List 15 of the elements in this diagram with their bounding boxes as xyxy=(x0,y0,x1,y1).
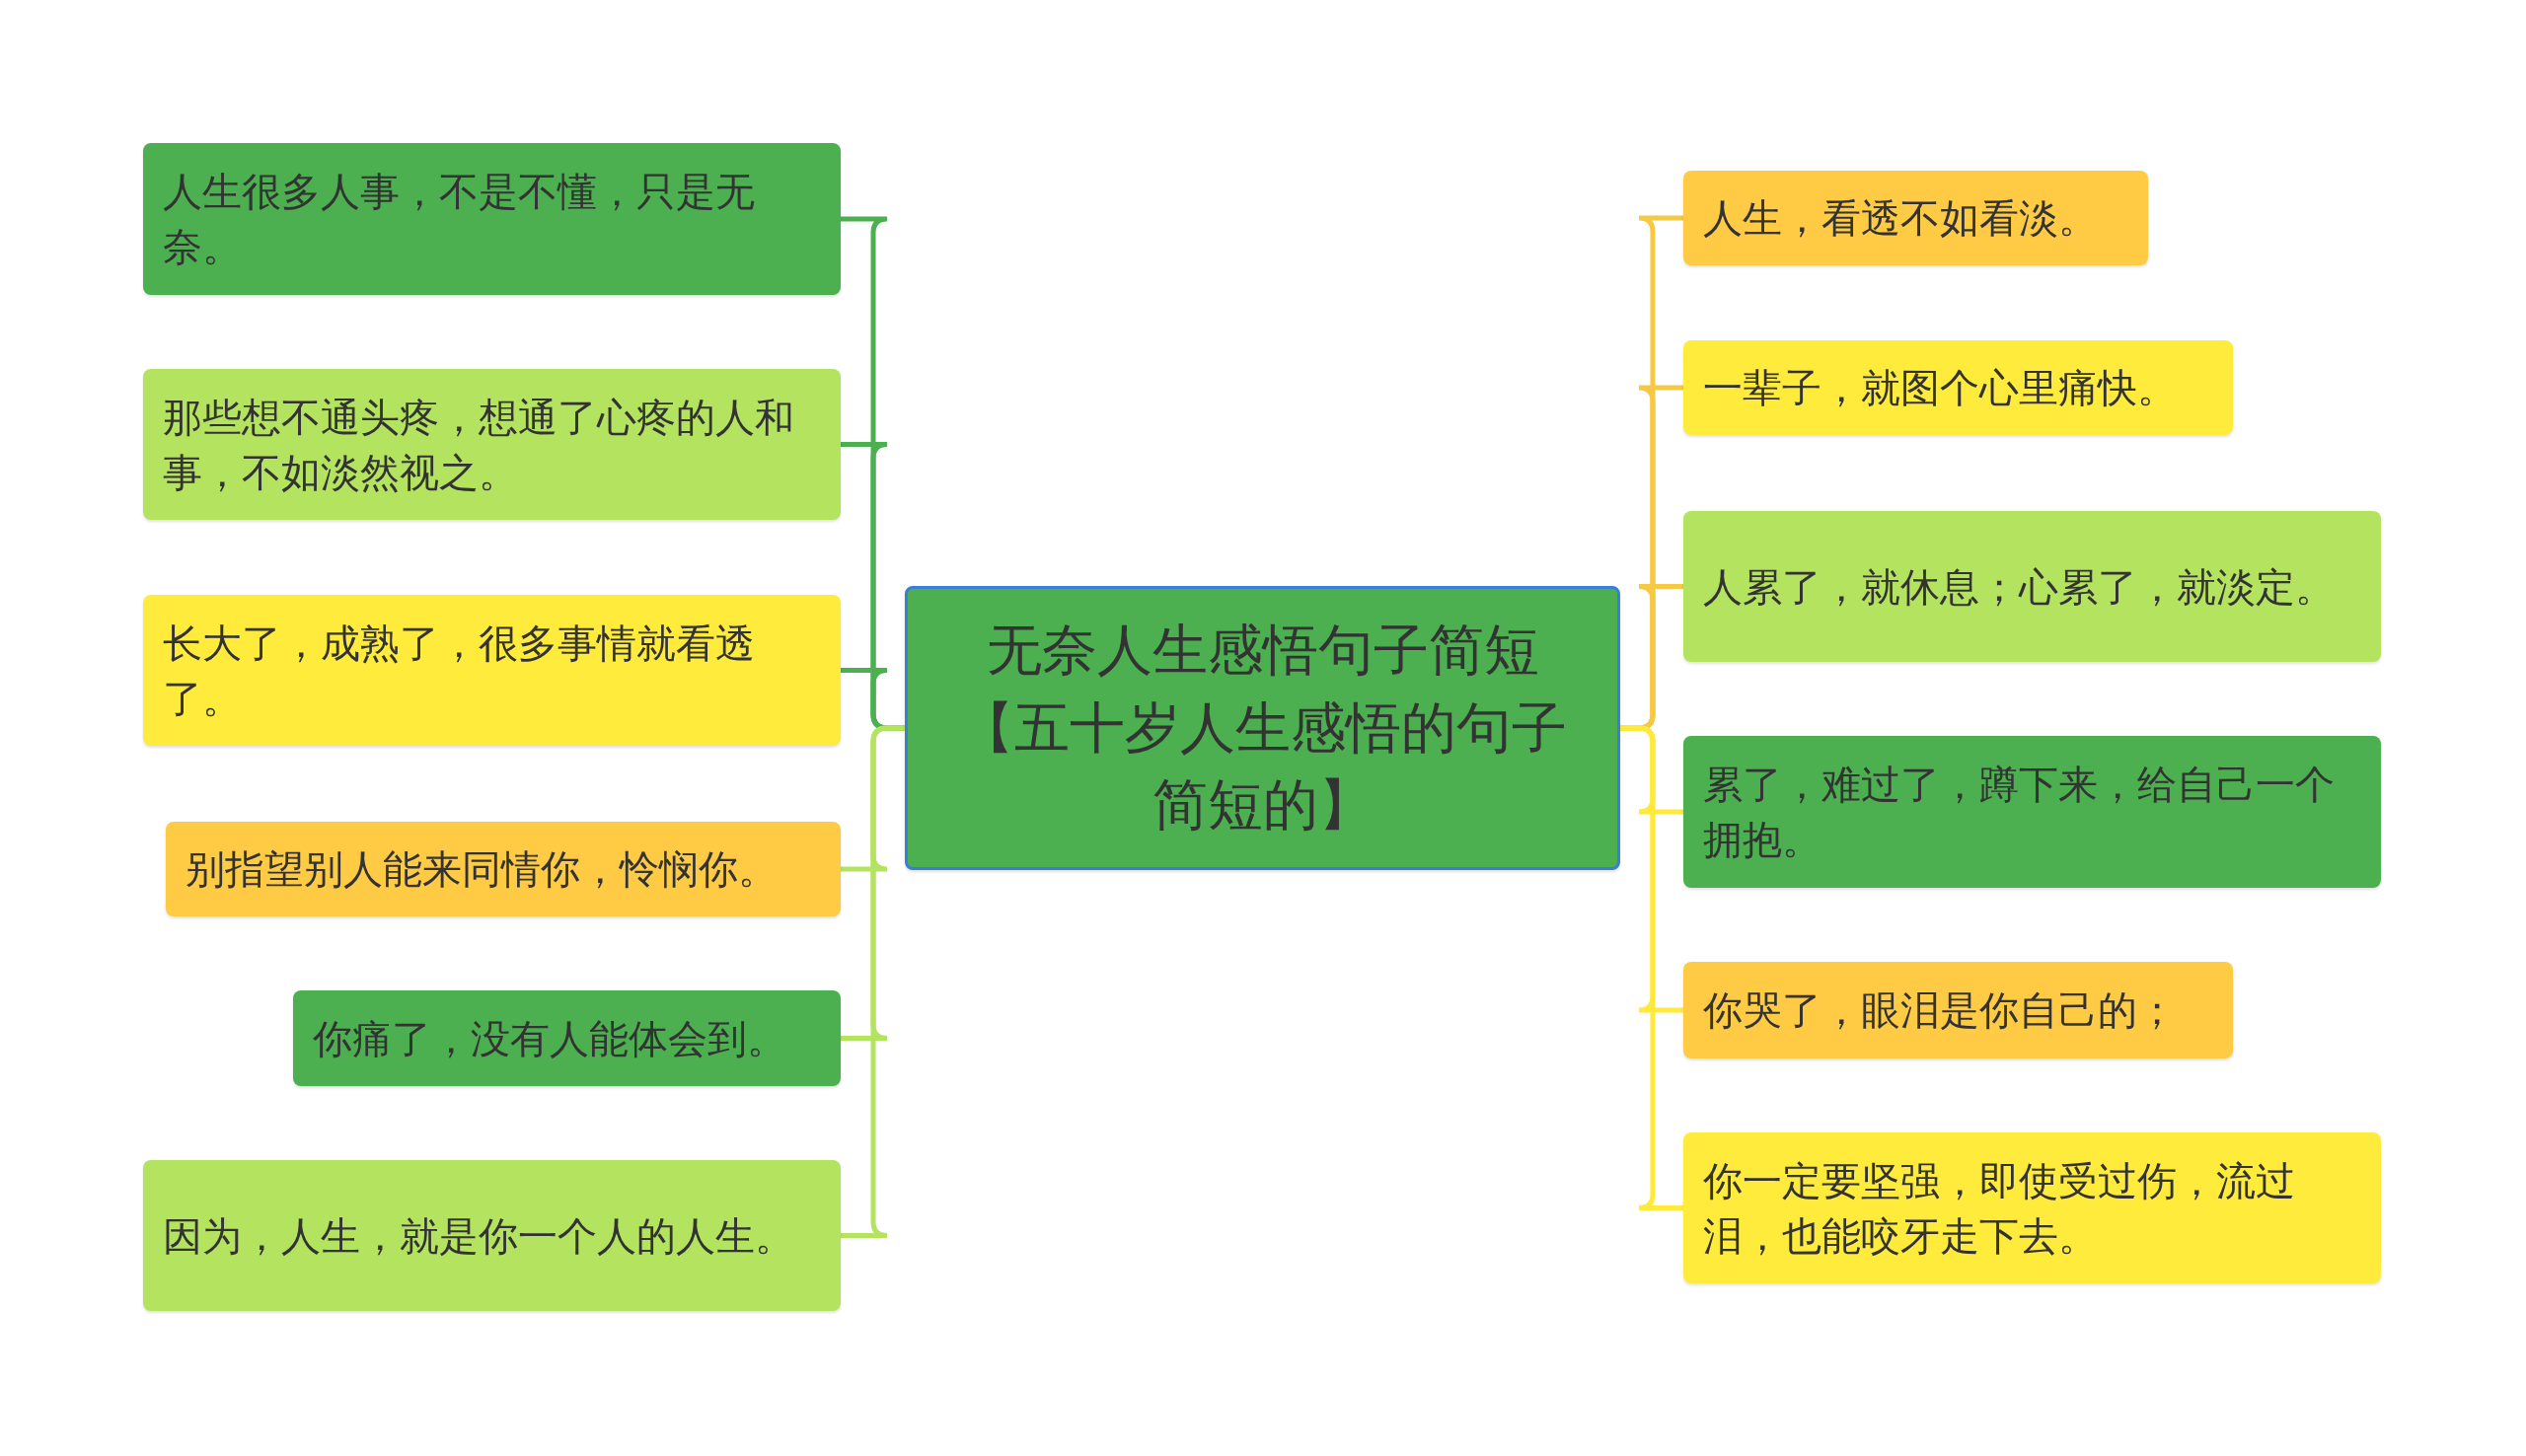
branch-topic-box: 你痛了，没有人能体会到。 xyxy=(293,990,841,1086)
branch-topic-box: 长大了，成熟了，很多事情就看透了。 xyxy=(143,595,841,746)
branch-topic-box: 累了，难过了，蹲下来，给自己一个拥抱。 xyxy=(1683,736,2381,888)
branch-topic-box: 你一定要坚强，即使受过伤，流过泪，也能咬牙走下去。 xyxy=(1683,1132,2381,1283)
branch-topic-box: 人生很多人事，不是不懂，只是无奈。 xyxy=(143,143,841,295)
branch-topic-box: 人累了，就休息；心累了，就淡定。 xyxy=(1683,511,2381,662)
central-topic-box: 无奈人生感悟句子简短【五十岁人生感悟的句子简短的】 xyxy=(905,586,1620,870)
connector-line xyxy=(1620,725,1683,1210)
branch-topic-box: 那些想不通头疼，想通了心疼的人和事，不如淡然视之。 xyxy=(143,369,841,520)
branch-topic-box: 别指望别人能来同情你，怜悯你。 xyxy=(166,822,841,916)
branch-topic-box: 人生，看透不如看淡。 xyxy=(1683,171,2148,265)
branch-topic-box: 一辈子，就图个心里痛快。 xyxy=(1683,340,2233,435)
connector-line xyxy=(841,725,905,1238)
branch-topic-box: 因为，人生，就是你一个人的人生。 xyxy=(143,1160,841,1311)
branch-topic-box: 你哭了，眼泪是你自己的； xyxy=(1683,962,2233,1058)
